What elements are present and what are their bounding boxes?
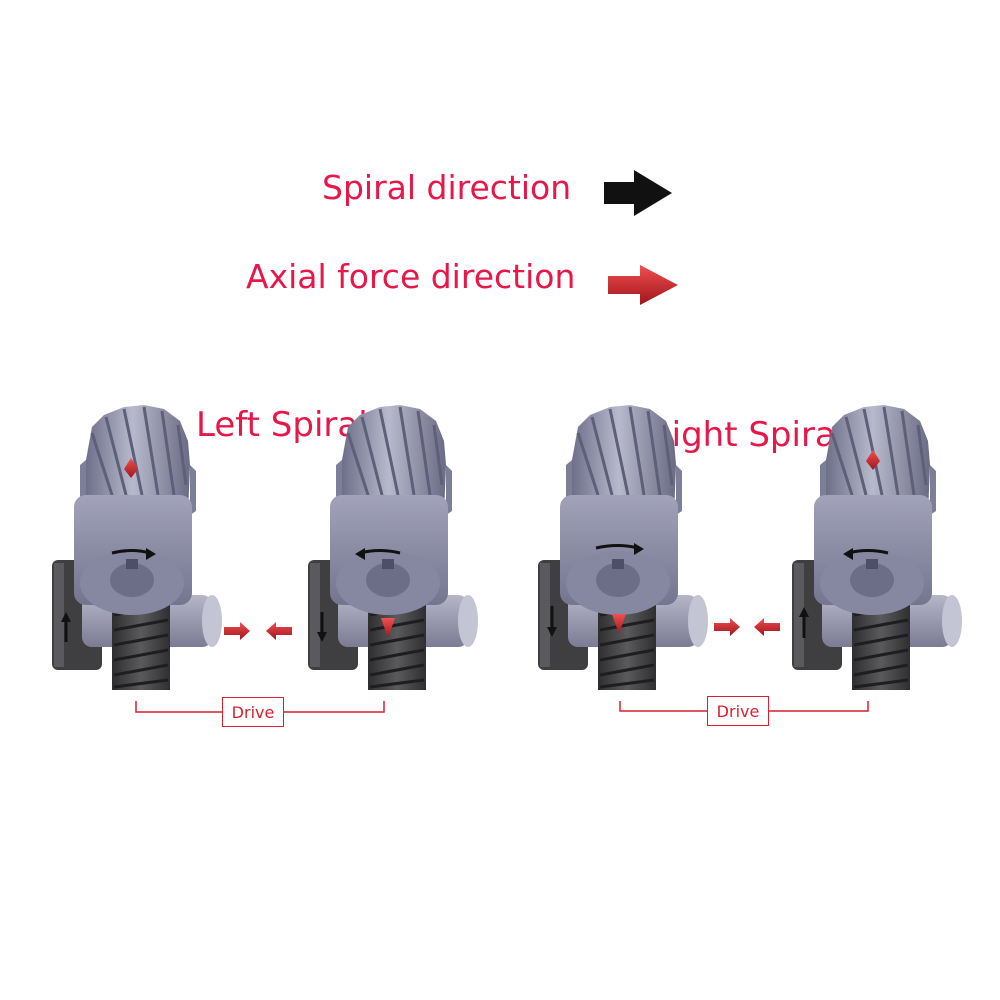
gear-unit-right-1 bbox=[536, 403, 710, 692]
legend-black-arrow-icon bbox=[604, 170, 672, 216]
left-spiral-title: Left Spiral bbox=[196, 405, 368, 445]
spiral-direction-label: Spiral direction bbox=[322, 168, 572, 207]
gear-unit-right-2 bbox=[790, 403, 964, 692]
drive-label-right: Drive bbox=[707, 696, 769, 726]
right-spiral-title: Right Spiral bbox=[648, 415, 846, 455]
gear-unit-left-1 bbox=[50, 403, 224, 692]
drive-label-left: Drive bbox=[222, 697, 284, 727]
axial-force-arrow-icon bbox=[124, 450, 880, 640]
rotation-arrow-icon bbox=[61, 543, 889, 642]
gear-unit-left-2 bbox=[306, 403, 480, 692]
axial-force-direction-label: Axial force direction bbox=[246, 257, 576, 296]
legend-red-arrow-icon bbox=[608, 265, 678, 305]
